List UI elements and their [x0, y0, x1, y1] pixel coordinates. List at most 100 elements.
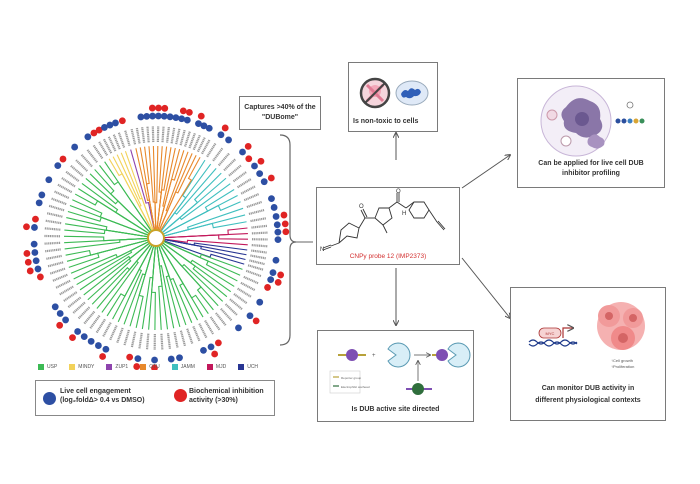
cnpy-probe-structure: N O O H — [320, 189, 446, 252]
leaf-label — [75, 159, 89, 172]
live-cell-dot — [195, 120, 202, 128]
leaf-label — [175, 128, 181, 145]
leaf-label — [130, 331, 137, 348]
physiology-line1: Can monitor DUB activity in — [541, 385, 635, 392]
biochemical-dot — [264, 284, 271, 291]
tree-branch — [163, 240, 238, 282]
leaf-label — [251, 244, 268, 248]
leaf-label — [217, 152, 231, 167]
biochemical-dot — [277, 271, 285, 279]
live-cell-dot — [256, 298, 264, 306]
tree-branch — [106, 244, 153, 317]
live-cell-dot — [71, 143, 79, 151]
cell-growth-label: ↑Cell growth — [611, 358, 633, 363]
live-cell-dot — [30, 240, 38, 248]
biochemical-dot — [221, 124, 229, 132]
live-cell-dot — [137, 113, 145, 121]
leaf-label — [92, 144, 104, 159]
live-cell-dot — [272, 213, 280, 220]
family-legend-item: OTU — [140, 364, 160, 370]
dub-enzyme-icon — [387, 342, 411, 368]
leaf-label — [44, 248, 61, 253]
reporter-legend-label: Reporter group — [341, 376, 362, 380]
leaf-label — [249, 259, 266, 266]
leaf-label — [60, 176, 76, 188]
leaf-label — [116, 327, 124, 344]
tree-clade-mjd — [163, 220, 290, 248]
tree-branch — [79, 242, 151, 291]
captures-line2: "DUBome" — [261, 114, 299, 121]
live-cell-dot — [205, 124, 213, 132]
leaf-label — [112, 133, 121, 150]
tree-root — [147, 229, 165, 247]
leaf-label — [145, 333, 150, 350]
leaf-label — [83, 310, 96, 325]
live-profiling-box: Can be applied for live cell DUB inhibit… — [517, 78, 665, 188]
biochemical-dot — [252, 317, 260, 325]
live-cell-dot — [102, 345, 110, 353]
tree-branch — [66, 217, 149, 238]
biochemical-label-line1: Biochemical inhibition — [189, 388, 264, 395]
tree-branch — [163, 240, 245, 265]
leaf-label — [86, 148, 98, 163]
leaf-label — [248, 208, 265, 216]
live-cell-dot — [176, 354, 183, 362]
leaf-label — [124, 130, 131, 147]
leaf-label — [251, 249, 268, 254]
leaf-label — [243, 192, 260, 202]
leaf-label — [95, 318, 106, 334]
tree-branch — [163, 238, 246, 261]
probe-ladder-icon — [615, 118, 645, 124]
leaf-label — [223, 158, 237, 172]
biochemical-dot — [280, 211, 288, 219]
leaf-label — [50, 197, 67, 206]
live-cell-dot — [94, 342, 102, 349]
live-cell-dot — [178, 115, 186, 123]
live-cell-dot — [84, 133, 92, 141]
leaf-label — [250, 254, 267, 260]
biochemical-dot — [118, 117, 126, 125]
leaf-label — [89, 314, 101, 330]
leaf-label — [192, 326, 201, 342]
biochemical-dot — [26, 267, 34, 275]
live-cell-dot — [183, 116, 191, 124]
leaf-label — [245, 269, 262, 278]
captures-line1: Captures >40% of the — [244, 104, 316, 111]
leaf-label — [108, 325, 118, 341]
biochemical-dot — [23, 223, 30, 231]
biochemical-dot — [148, 104, 156, 112]
biochemical-dot — [245, 155, 253, 163]
live-cell-dot — [106, 121, 114, 129]
biochemical-dot — [95, 126, 103, 134]
leaf-label — [123, 329, 130, 346]
skull-crossed-icon — [359, 77, 391, 109]
labelled-dub-icon — [432, 342, 471, 368]
tree-branch — [163, 234, 248, 240]
family-swatch-icon — [238, 364, 245, 370]
live-cell-dot — [56, 310, 64, 317]
family-swatch-icon — [38, 364, 44, 370]
tree-branch — [72, 199, 149, 236]
tree-branch — [158, 154, 197, 231]
leaf-label — [209, 316, 221, 331]
family-swatch-icon — [206, 364, 213, 370]
leaf-label — [52, 273, 68, 282]
live-cell-dot — [74, 328, 82, 335]
live-cell-dot — [260, 178, 268, 186]
biochemical-dot — [36, 273, 44, 281]
leaf-label — [102, 138, 113, 154]
nitrile-n-label: N — [320, 247, 324, 252]
leaf-label — [206, 142, 217, 158]
live-cell-label: Live cell engagement (log₂foldΔ> 0.4 vs … — [60, 387, 145, 405]
tree-branch — [94, 169, 151, 233]
leaf-label — [173, 331, 179, 349]
live-cell-dot — [31, 224, 38, 231]
tree-branch — [158, 245, 181, 327]
leaf-label — [184, 130, 191, 147]
leaf-label — [212, 147, 224, 162]
tree-branch — [91, 243, 152, 305]
live-cell-dot — [235, 324, 242, 332]
leaf-label — [243, 275, 259, 285]
live-cell-dot — [87, 337, 95, 345]
